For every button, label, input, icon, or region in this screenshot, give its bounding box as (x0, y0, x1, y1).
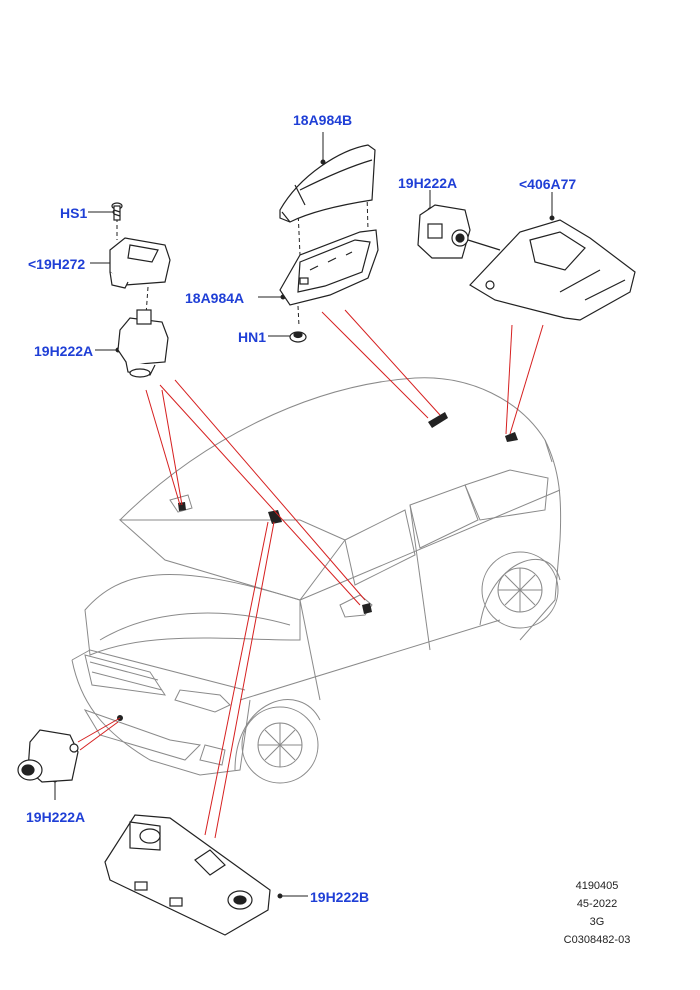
reference-number: 4190405 (575, 880, 619, 892)
callout-19h272[interactable]: <19H272 (28, 256, 85, 272)
callout-19h222a-mirror[interactable]: 19H222A (34, 343, 93, 359)
callout-hn1[interactable]: HN1 (238, 329, 266, 345)
callout-19h222a-rear[interactable]: 19H222A (398, 175, 457, 191)
vehicle-part-markers (117, 412, 518, 721)
callout-18a984b[interactable]: 18A984B (293, 112, 352, 128)
mirror-camera-marker (362, 603, 372, 614)
callout-19h222a-front[interactable]: 19H222A (26, 809, 85, 825)
rear-camera-marker (505, 432, 518, 442)
reference-date: 45-2022 (576, 898, 618, 910)
callout-406a77[interactable]: <406A77 (519, 176, 576, 192)
reference-code: 3G (589, 916, 605, 928)
camera-windscreen-part[interactable] (104, 814, 271, 936)
callout-18a984a[interactable]: 18A984A (185, 290, 244, 306)
callout-19h222b[interactable]: 19H222B (310, 889, 369, 905)
red-leader-lines (77, 309, 544, 839)
vehicle-outline (71, 377, 562, 784)
bracket-406a77-part[interactable] (469, 219, 636, 321)
antenna-cover-part[interactable] (279, 144, 376, 223)
screw-hs1-part[interactable] (111, 202, 123, 221)
antenna-base-part[interactable] (279, 229, 379, 306)
camera-mirror-part[interactable] (117, 309, 169, 378)
camera-rear-part[interactable] (417, 204, 501, 259)
callout-hs1[interactable]: HS1 (60, 205, 87, 221)
reference-illustration-id: C0308482-03 (563, 934, 631, 946)
bracket-19h272-part[interactable] (109, 237, 171, 289)
nut-hn1-part[interactable] (289, 331, 307, 343)
windscreen-camera-marker (268, 510, 282, 524)
roof-antenna-marker (428, 412, 448, 428)
camera-front-part[interactable] (17, 729, 79, 783)
